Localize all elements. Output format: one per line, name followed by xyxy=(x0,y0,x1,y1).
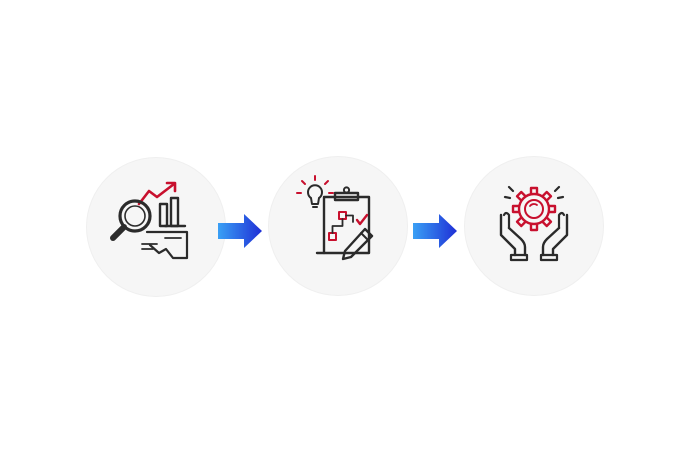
step-2-planning xyxy=(269,157,407,295)
arrow-right-icon xyxy=(218,213,264,249)
hands-gear-implementation-icon xyxy=(499,185,569,262)
step-1-analysis xyxy=(87,158,225,296)
analytics-magnifier-icon xyxy=(110,181,189,260)
strategy-planning-clipboard-icon xyxy=(296,175,374,261)
arrow-right-icon xyxy=(413,213,459,249)
step-3-implementation xyxy=(465,157,603,295)
